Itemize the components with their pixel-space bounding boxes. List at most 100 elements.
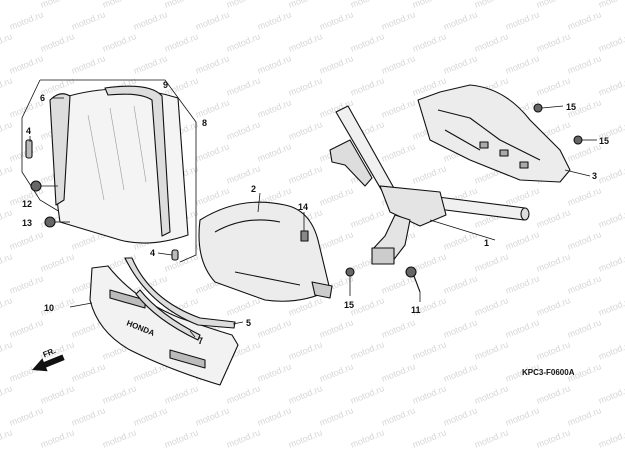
screw-15-upper: [533, 103, 564, 113]
callout-7: 7: [198, 336, 203, 346]
watermark-text: motod.ru: [70, 361, 107, 384]
screw-icon: [345, 267, 355, 277]
watermark-text: motod.ru: [349, 207, 386, 230]
watermark-text: motod.ru: [194, 9, 231, 32]
watermark-text: motod.ru: [194, 185, 231, 208]
watermark-text: motod.ru: [318, 53, 355, 76]
watermark-text: motod.ru: [39, 427, 76, 450]
bolt-11: [405, 266, 421, 302]
watermark-text: motod.ru: [380, 141, 417, 164]
watermark-text: motod.ru: [504, 53, 541, 76]
callout-15-right: 15: [599, 136, 609, 146]
watermark-text: motod.ru: [597, 31, 625, 54]
watermark-text: motod.ru: [535, 0, 572, 10]
watermark-text: motod.ru: [504, 185, 541, 208]
watermark-text: motod.ru: [256, 53, 293, 76]
watermark-text: motod.ru: [287, 163, 324, 186]
callout-13: 14: [298, 202, 308, 212]
screw-12-icon: [30, 180, 42, 192]
watermark-text: motod.ru: [349, 31, 386, 54]
windscreen-clip-upper: [25, 139, 33, 159]
watermark-text: motod.ru: [225, 295, 262, 318]
watermark-text: motod.ru: [287, 0, 324, 10]
watermark-text: motod.ru: [256, 361, 293, 384]
watermark-text: motod.ru: [504, 273, 541, 296]
watermark-text: motod.ru: [597, 163, 625, 186]
watermark-text: motod.ru: [442, 229, 479, 252]
watermark-text: motod.ru: [535, 31, 572, 54]
watermark-text: motod.ru: [597, 207, 625, 230]
watermark-text: motod.ru: [349, 0, 386, 10]
callout-10: 10: [44, 303, 54, 313]
watermark-text: motod.ru: [163, 383, 200, 406]
watermark-text: motod.ru: [8, 317, 45, 340]
watermark-text: motod.ru: [380, 317, 417, 340]
watermark-text: motod.ru: [318, 361, 355, 384]
front-direction-indicator: FR.: [32, 346, 65, 372]
screw-15-lower: [345, 267, 355, 296]
watermark-text: motod.ru: [442, 273, 479, 296]
watermark-text: motod.ru: [504, 317, 541, 340]
callout-4-lower: 4: [150, 248, 155, 258]
watermark-text: motod.ru: [39, 251, 76, 274]
watermark-text: motod.ru: [225, 75, 262, 98]
watermark-text: motod.ru: [132, 53, 169, 76]
watermark-text: motod.ru: [101, 31, 138, 54]
callout-11: 11: [411, 305, 421, 315]
watermark-text: motod.ru: [101, 383, 138, 406]
watermark-text: motod.ru: [132, 405, 169, 428]
watermark-text: motod.ru: [535, 251, 572, 274]
watermark-text: motod.ru: [0, 0, 14, 10]
watermark-text: motod.ru: [442, 361, 479, 384]
watermark-text: motod.ru: [8, 229, 45, 252]
watermark-text: motod.ru: [380, 9, 417, 32]
windscreen-clip-lower: [171, 249, 179, 261]
callout-15-upper: 15: [566, 102, 576, 112]
watermark-text: motod.ru: [597, 295, 625, 318]
front-lower-panel: HONDA: [89, 257, 239, 386]
watermark-text: motod.ru: [566, 141, 603, 164]
watermark-text: motod.ru: [225, 163, 262, 186]
arrow-left-icon: [32, 354, 65, 372]
callout-labels: 1 2 3 4 4 5 6 7 8 9 10 11 12 13 14 15 15…: [22, 80, 609, 346]
watermark-text: motod.ru: [256, 9, 293, 32]
watermark-text: motod.ru: [473, 0, 510, 10]
watermark-text: motod.ru: [411, 31, 448, 54]
watermark-text: motod.ru: [411, 0, 448, 10]
callout-2: 2: [251, 184, 256, 194]
watermark-text: motod.ru: [597, 0, 625, 10]
screw-icon: [533, 103, 543, 113]
watermark-text: motod.ru: [349, 295, 386, 318]
watermark-text: motod.ru: [597, 427, 625, 450]
handlebar-cover: [417, 84, 571, 183]
diagram-code: KPC3-F0600A: [522, 368, 575, 377]
watermark-text: motod.ru: [287, 383, 324, 406]
watermark-text: motod.ru: [256, 317, 293, 340]
watermark-text: motod.ru: [194, 53, 231, 76]
watermark-text: motod.ru: [473, 251, 510, 274]
watermark-text: motod.ru: [194, 405, 231, 428]
watermark-text: motod.ru: [318, 229, 355, 252]
watermark-text: motod.ru: [597, 75, 625, 98]
watermark-text: motod.ru: [39, 0, 76, 10]
watermark-text: motod.ru: [287, 119, 324, 142]
watermark-text: motod.ru: [256, 141, 293, 164]
watermark-text: motod.ru: [225, 0, 262, 10]
watermark-text: motod.ru: [0, 119, 14, 142]
clip-13-icon: [300, 230, 309, 242]
watermark-text: motod.ru: [566, 53, 603, 76]
watermark-text: motod.ru: [473, 427, 510, 450]
watermark-text: motod.ru: [39, 383, 76, 406]
windscreen: [21, 79, 197, 263]
watermark-text: motod.ru: [318, 405, 355, 428]
watermark-text: motod.ru: [163, 0, 200, 10]
callout-14: 13: [22, 218, 32, 228]
watermark-text: motod.ru: [473, 31, 510, 54]
watermark-text: motod.ru: [8, 273, 45, 296]
watermark-text: motod.ru: [442, 317, 479, 340]
watermark-text: motod.ru: [566, 229, 603, 252]
watermark-text: motod.ru: [535, 295, 572, 318]
watermark-text: motod.ru: [411, 251, 448, 274]
bolt-icon: [405, 266, 417, 278]
